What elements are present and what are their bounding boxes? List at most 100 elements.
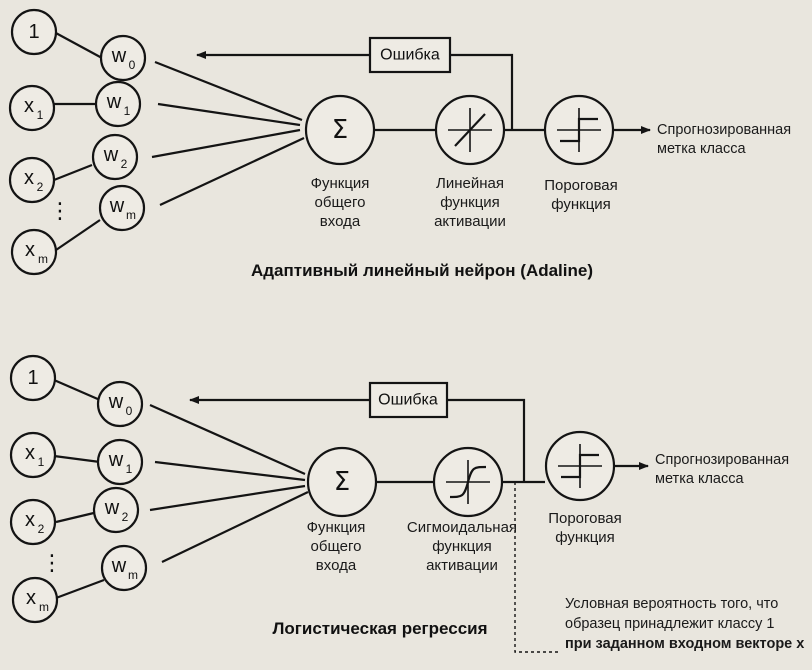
adaline-diagram: Ошибка 1 x 1 x 2 x m ⋮ w 0 bbox=[8, 8, 791, 280]
adaline-activation-node bbox=[434, 94, 506, 166]
svg-text:Σ: Σ bbox=[334, 467, 350, 497]
logistic-net-input-caption: Функция общего входа bbox=[307, 519, 366, 574]
svg-text:образец принадлежит классу 1: образец принадлежит классу 1 bbox=[565, 616, 774, 632]
logistic-diagram: Ошибка 1 x 1 x 2 x m ⋮ w 0 bbox=[9, 354, 804, 653]
logistic-ellipsis: ⋮ bbox=[41, 551, 63, 576]
logistic-threshold-node bbox=[544, 430, 616, 502]
svg-text:функция: функция bbox=[555, 529, 615, 546]
svg-text:метка класса: метка класса bbox=[655, 471, 744, 487]
step-function-icon bbox=[560, 117, 598, 143]
linear-function-icon bbox=[454, 113, 486, 147]
adaline-threshold-node bbox=[543, 94, 615, 166]
svg-text:Линейная: Линейная bbox=[436, 175, 504, 192]
logistic-weight-w1: w 1 bbox=[96, 438, 144, 486]
svg-text:функция: функция bbox=[440, 194, 500, 211]
logistic-input-x2: x 2 bbox=[9, 498, 57, 546]
logistic-input-x1: x 1 bbox=[9, 431, 57, 479]
svg-text:2: 2 bbox=[121, 157, 128, 171]
logistic-probability-note: Условная вероятность того, что образец п… bbox=[565, 596, 804, 652]
svg-text:1: 1 bbox=[38, 455, 45, 469]
svg-text:входа: входа bbox=[320, 213, 361, 230]
step-function-icon bbox=[561, 453, 599, 479]
svg-text:Сигмоидальная: Сигмоидальная bbox=[407, 519, 517, 536]
adaline-weight-w1: w 1 bbox=[94, 80, 142, 128]
svg-text:w: w bbox=[104, 497, 120, 519]
svg-text:входа: входа bbox=[316, 557, 357, 574]
svg-text:метка класса: метка класса bbox=[657, 141, 746, 157]
adaline-activation-caption: Линейная функция активации bbox=[434, 175, 506, 230]
logistic-activation-node bbox=[432, 446, 504, 518]
adaline-weight-wm: w m bbox=[98, 184, 146, 232]
svg-text:Условная вероятность того, что: Условная вероятность того, что bbox=[565, 596, 778, 612]
adaline-error-box bbox=[368, 36, 452, 74]
svg-text:x: x bbox=[24, 95, 34, 117]
logistic-input-1: 1 bbox=[9, 354, 57, 402]
svg-text:Спрогнозированная: Спрогнозированная bbox=[655, 452, 789, 468]
adaline-input-x1: x 1 bbox=[8, 84, 56, 132]
svg-text:m: m bbox=[39, 600, 49, 614]
adaline-input-xm: x m bbox=[10, 228, 58, 276]
svg-text:x: x bbox=[25, 442, 35, 464]
svg-text:w: w bbox=[111, 45, 127, 67]
svg-text:Пороговая: Пороговая bbox=[544, 177, 618, 194]
svg-text:1: 1 bbox=[124, 104, 131, 118]
logistic-threshold-caption: Пороговая функция bbox=[548, 510, 622, 546]
logistic-error-box bbox=[368, 381, 449, 419]
logistic-error-label: Ошибка bbox=[378, 392, 438, 409]
svg-text:2: 2 bbox=[37, 180, 44, 194]
svg-text:активации: активации bbox=[426, 557, 498, 574]
svg-text:w: w bbox=[103, 144, 119, 166]
logistic-weight-w2: w 2 bbox=[92, 486, 140, 534]
adaline-input-1: 1 bbox=[10, 8, 58, 56]
adaline-weight-w0: w 0 bbox=[99, 34, 147, 82]
logistic-output-caption: Спрогнозированная метка класса bbox=[655, 452, 789, 487]
svg-text:x: x bbox=[25, 509, 35, 531]
svg-text:m: m bbox=[126, 208, 136, 222]
adaline-weight-w2: w 2 bbox=[91, 133, 139, 181]
logistic-input-xm: x m bbox=[11, 576, 59, 624]
adaline-ellipsis: ⋮ bbox=[49, 199, 71, 224]
logistic-sum-node: Σ bbox=[306, 446, 378, 518]
svg-text:w: w bbox=[111, 555, 127, 577]
svg-text:m: m bbox=[38, 252, 48, 266]
svg-text:1: 1 bbox=[28, 21, 39, 43]
logistic-weight-wm: w m bbox=[100, 544, 148, 592]
svg-text:w: w bbox=[108, 391, 124, 413]
adaline-title: Адаптивный линейный нейрон (Adaline) bbox=[251, 261, 593, 280]
svg-text:x: x bbox=[25, 239, 35, 261]
svg-text:w: w bbox=[109, 195, 125, 217]
adaline-output-caption: Спрогнозированная метка класса bbox=[657, 122, 791, 157]
svg-text:2: 2 bbox=[38, 522, 45, 536]
svg-text:функция: функция bbox=[551, 196, 611, 213]
sigmoid-function-icon bbox=[449, 465, 487, 499]
adaline-net-input-caption: Функция общего входа bbox=[311, 175, 370, 230]
svg-text:1: 1 bbox=[27, 367, 38, 389]
adaline-input-x2: x 2 bbox=[8, 156, 56, 204]
svg-text:Σ: Σ bbox=[332, 115, 348, 145]
adaline-error-label: Ошибка bbox=[380, 47, 440, 64]
svg-text:1: 1 bbox=[126, 462, 133, 476]
svg-text:функция: функция bbox=[432, 538, 492, 555]
svg-text:x: x bbox=[26, 587, 36, 609]
adaline-threshold-caption: Пороговая функция bbox=[544, 177, 618, 213]
logistic-title: Логистическая регрессия bbox=[272, 619, 487, 638]
svg-text:Функция: Функция bbox=[307, 519, 366, 536]
svg-text:при заданном входном векторе x: при заданном входном векторе x bbox=[565, 636, 804, 652]
svg-text:0: 0 bbox=[129, 58, 136, 72]
svg-text:0: 0 bbox=[126, 404, 133, 418]
svg-text:общего: общего bbox=[311, 538, 362, 555]
svg-text:Спрогнозированная: Спрогнозированная bbox=[657, 122, 791, 138]
logistic-weight-w0: w 0 bbox=[96, 380, 144, 428]
svg-text:активации: активации bbox=[434, 213, 506, 230]
svg-text:x: x bbox=[24, 167, 34, 189]
svg-text:2: 2 bbox=[122, 510, 129, 524]
svg-text:m: m bbox=[128, 568, 138, 582]
svg-text:Функция: Функция bbox=[311, 175, 370, 192]
svg-text:общего: общего bbox=[315, 194, 366, 211]
svg-text:w: w bbox=[106, 91, 122, 113]
adaline-sum-node: Σ bbox=[304, 94, 376, 166]
svg-text:Пороговая: Пороговая bbox=[548, 510, 622, 527]
logistic-activation-caption: Сигмоидальная функция активации bbox=[407, 519, 517, 574]
